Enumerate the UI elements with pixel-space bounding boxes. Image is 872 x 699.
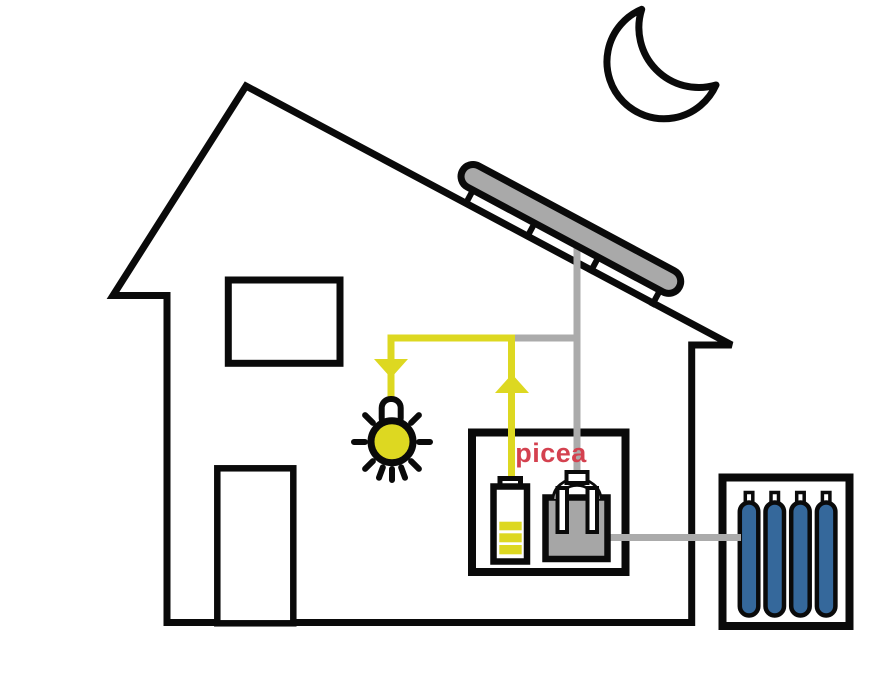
hydrogen-cylinder xyxy=(737,500,761,618)
electrode-tube xyxy=(585,486,599,534)
hydrogen-cylinder xyxy=(814,500,838,618)
light-bulb-icon xyxy=(351,396,433,483)
solar-panel-icon xyxy=(457,160,685,308)
electrolyzer-connector xyxy=(564,470,590,485)
battery-level-bar xyxy=(499,521,522,531)
battery-level-bar xyxy=(499,545,522,555)
hydrogen-storage-icon xyxy=(718,473,854,630)
battery-icon xyxy=(490,476,531,565)
battery-level-bar xyxy=(499,533,522,543)
brand-label: picea xyxy=(515,438,587,468)
electrolyzer-icon xyxy=(542,470,611,563)
hydrogen-cylinder xyxy=(763,500,787,618)
door xyxy=(214,465,297,627)
flow-arrow-to-bulb xyxy=(374,359,408,378)
crescent-moon-icon xyxy=(603,5,720,123)
panel-capsule xyxy=(457,160,685,297)
hydrogen-cylinder xyxy=(788,500,812,618)
electrode-tube xyxy=(555,486,569,534)
house-outline xyxy=(106,81,734,626)
window xyxy=(224,276,344,367)
bulb-glass xyxy=(367,417,417,467)
bulb-rays xyxy=(351,412,433,483)
flow-arrow-from-battery xyxy=(495,374,529,393)
wiring xyxy=(374,230,741,541)
